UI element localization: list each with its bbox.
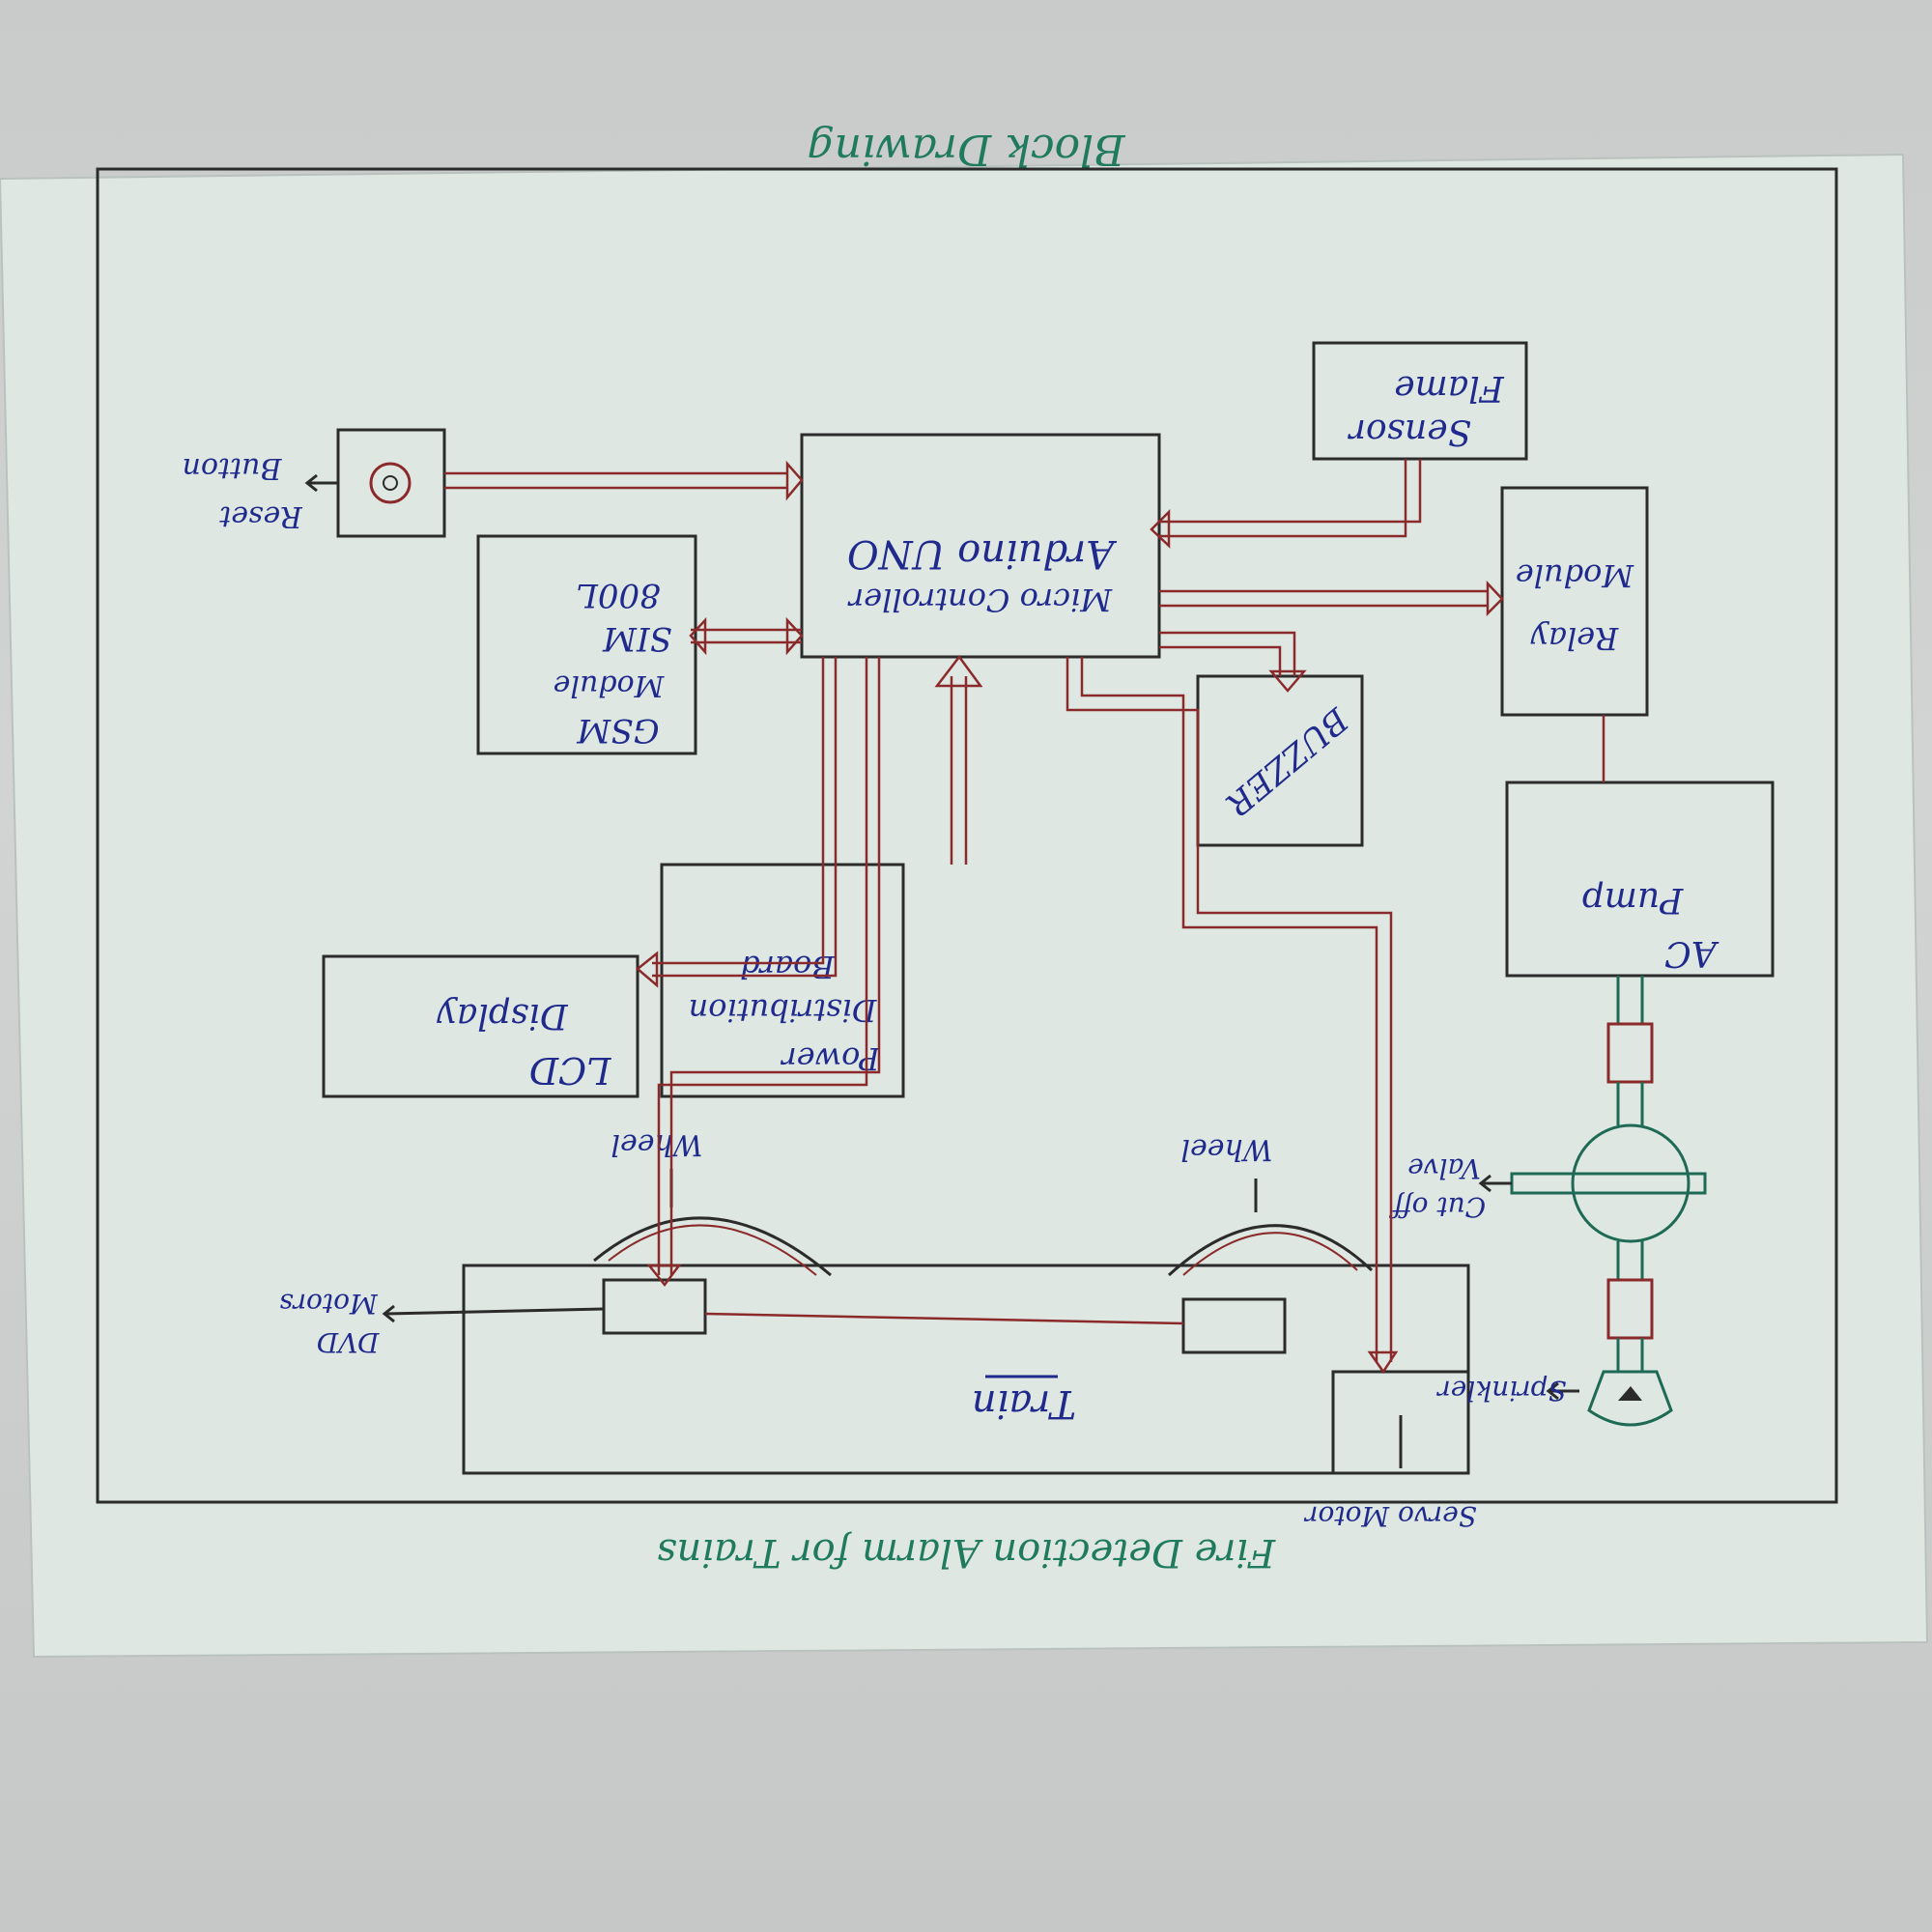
ac-pump-block: AC Pump (1505, 781, 1775, 978)
outer-frame (96, 167, 1838, 1504)
diagram-caption: Fire Detection Alarm for Trains (657, 1530, 1276, 1575)
wire-flame-to-arduino (1150, 459, 1422, 549)
train-block: Train Servo Motor DVD Motors (279, 1264, 1477, 1532)
wheel-left: Wheel (593, 1127, 832, 1277)
gsm-label-4: 800L (576, 576, 660, 614)
wire-arduino-to-servo (1065, 657, 1399, 1375)
sprinkler-label: Sprinkler (1436, 1375, 1567, 1406)
lcd-label-1: LCD (529, 1049, 612, 1092)
wire-power-to-arduino (934, 654, 983, 865)
dvd-motors-label-1: DVD (317, 1326, 381, 1358)
arduino-label-1: Arduino UNO (847, 531, 1118, 576)
paper-sheet (0, 153, 1929, 1659)
relay-label-2: Module (1516, 557, 1634, 594)
wheel-right-label: Wheel (1180, 1132, 1272, 1166)
reset-button-block: Reset Button (183, 428, 446, 538)
relay-label-1: Relay (1530, 620, 1619, 657)
power-label-1: Power (781, 1040, 881, 1077)
gsm-label-1: GSM (576, 711, 659, 750)
reset-label-1: Reset (218, 499, 302, 533)
sprinkler-assembly: Cut off Valve Sprinkler (1389, 976, 1707, 1427)
cutoff-valve-label-1: Cut off (1389, 1191, 1486, 1223)
wire-arduino-to-relay (1159, 580, 1504, 617)
flame-label-1: Flame (1394, 368, 1504, 408)
motor-box-right (602, 1278, 707, 1335)
dvd-motors-label-2: Motors (279, 1288, 378, 1320)
gsm-label-2: Module (554, 668, 666, 702)
motor-link-wire (704, 1312, 1184, 1325)
wire-arduino-to-motor (646, 657, 881, 1288)
gsm-label-3: SIM (602, 619, 672, 658)
servo-motor-label: Servo Motor (1304, 1500, 1477, 1532)
cutoff-valve-label-2: Valve (1407, 1152, 1481, 1184)
drawing-inverted: Block Drawing Fire Detection Alarm for T… (96, 125, 1838, 1575)
wire-arduino-gsm (689, 616, 804, 656)
lcd-label-2: Display (437, 996, 569, 1036)
diagram-title: Block Drawing (808, 125, 1126, 174)
wheel-left-label: Wheel (611, 1127, 702, 1161)
flame-label-2: Sensor (1348, 412, 1471, 451)
reset-button-icon (369, 462, 412, 504)
cutoff-valve-icon (1571, 1123, 1690, 1243)
servo-motor-box (1331, 1370, 1470, 1475)
sprinkler-icon (1587, 1370, 1673, 1427)
power-label-2: Distribution (689, 992, 878, 1029)
arduino-block: Arduino UNO Micro Controller (800, 433, 1161, 659)
wire-arduino-to-buzzer (1159, 631, 1307, 693)
ac-pump-label-2: Pump (1582, 880, 1685, 920)
motor-box-left (1181, 1297, 1287, 1354)
gsm-module-block: GSM Module SIM 800L (476, 534, 697, 755)
train-label: Train (972, 1381, 1076, 1426)
power-label-3: Board (740, 949, 836, 985)
lcd-display-block: LCD Display (322, 954, 639, 1098)
reset-label-2: Button (183, 451, 283, 485)
power-board-block: Power Distribution Board (660, 863, 905, 1098)
wheel-right: Wheel (1167, 1132, 1374, 1277)
wire-arduino-to-lcd (636, 657, 838, 988)
relay-module-block: Relay Module (1500, 486, 1649, 717)
ac-pump-label-1: AC (1664, 933, 1719, 973)
arduino-label-2: Micro Controller (847, 582, 1113, 618)
wire-reset-to-arduino (444, 460, 804, 501)
